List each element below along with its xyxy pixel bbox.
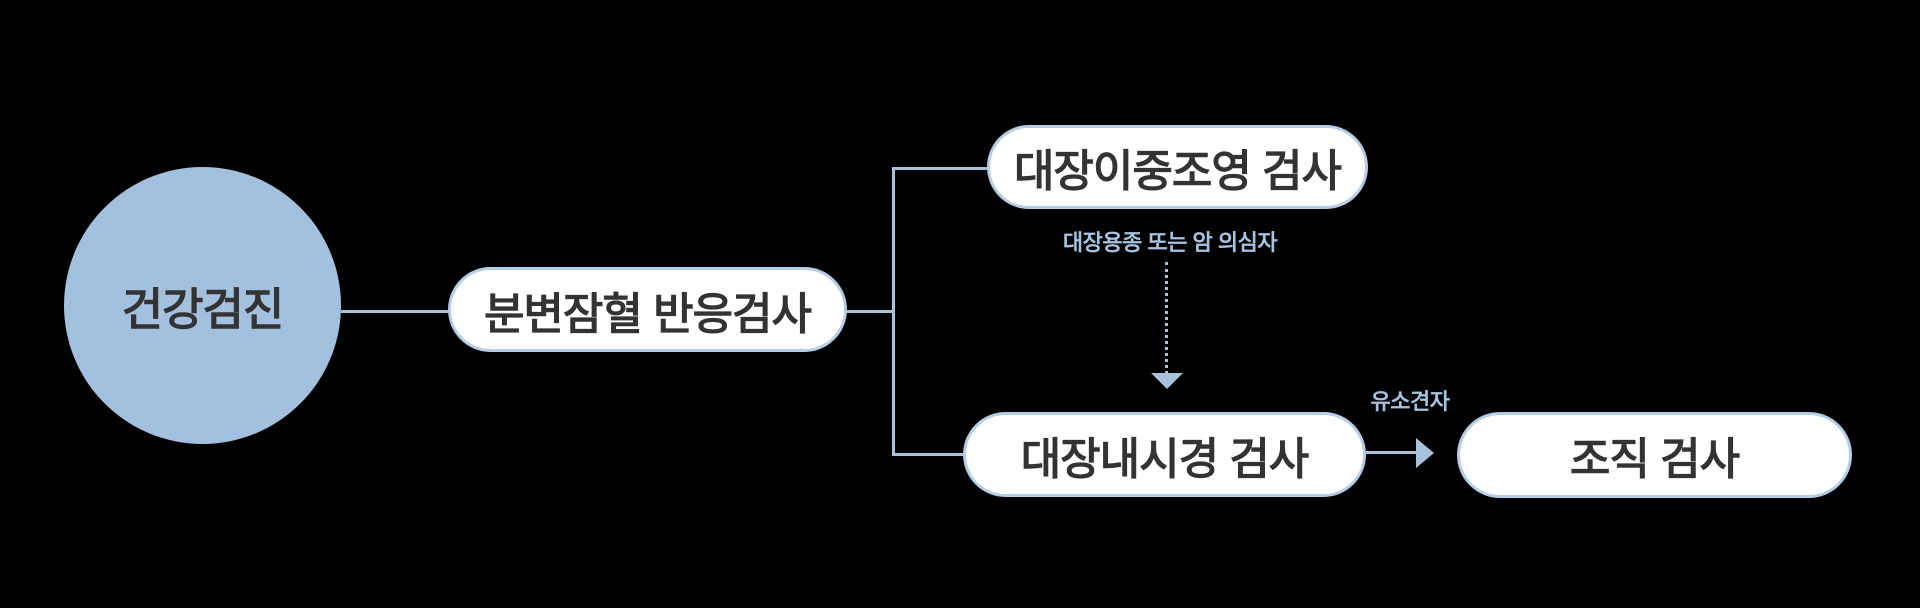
dotted-edge-barium-to-colonoscopy <box>1165 262 1168 374</box>
node-tissue-biopsy-test: 조직 검사 <box>1457 412 1852 498</box>
edge-fobt-to-branch <box>846 310 894 313</box>
branch-line-to-colonoscopy <box>894 453 964 456</box>
edge-label-findings: 유소견자 <box>1370 389 1450 414</box>
node-colonoscopy-test-label: 대장내시경 검사 <box>1020 434 1310 484</box>
node-fobt-test: 분변잠혈 반응검사 <box>448 267 847 352</box>
down-arrow-icon <box>1151 373 1183 389</box>
edge-label-polyp-cancer-suspect: 대장용종 또는 암 의심자 <box>1062 230 1278 255</box>
node-colonoscopy-test: 대장내시경 검사 <box>963 412 1366 497</box>
node-health-checkup: 건강검진 <box>64 167 341 444</box>
edge-checkup-to-fobt <box>341 310 449 313</box>
node-barium-enema-test: 대장이중조영 검사 <box>987 125 1368 209</box>
node-tissue-biopsy-test-label: 조직 검사 <box>1569 435 1740 484</box>
node-health-checkup-label: 건강검진 <box>121 284 285 335</box>
branch-vertical-line <box>892 167 895 456</box>
branch-line-to-barium <box>894 167 987 170</box>
edge-colonoscopy-to-biopsy <box>1366 451 1418 454</box>
node-fobt-test-label: 분변잠혈 반응검사 <box>483 289 812 339</box>
right-arrow-icon <box>1416 438 1434 468</box>
node-barium-enema-test-label: 대장이중조영 검사 <box>1013 147 1342 196</box>
